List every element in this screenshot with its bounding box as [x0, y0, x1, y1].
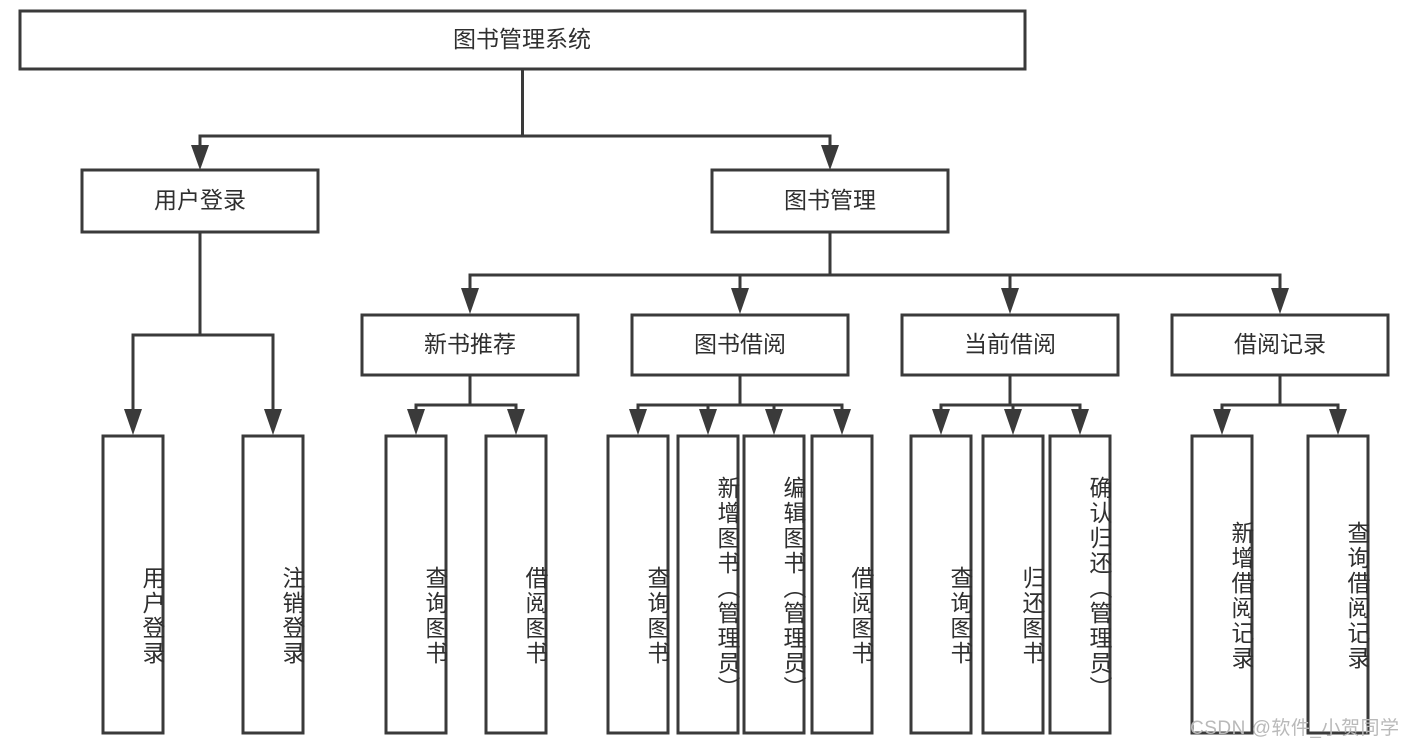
- arrow-head-borrow-record: [1271, 288, 1289, 314]
- node-box-current-borrow[interactable]: [900, 313, 1120, 377]
- node-box-new-book-recommend[interactable]: [360, 313, 580, 377]
- node-box-root[interactable]: [18, 9, 1027, 71]
- arrow-head-new-book-recommend: [461, 288, 479, 314]
- arrow-head-leaf-user-login: [124, 409, 142, 435]
- node-box-leaf-query-book-3[interactable]: [909, 434, 973, 735]
- node-label-book-manage: 图书管理: [784, 187, 876, 213]
- node-box-leaf-query-book-1[interactable]: [384, 434, 448, 735]
- arrow-head-user-login: [191, 145, 209, 170]
- node-box-leaf-edit-book[interactable]: [742, 434, 806, 735]
- node-box-leaf-borrow-book-2[interactable]: [810, 434, 874, 735]
- csdn-watermark: CSDN @软件_小贺同学: [1190, 718, 1400, 739]
- connector-group-current-borrow: [932, 373, 1089, 435]
- arrow-head-leaf-add-record: [1213, 409, 1231, 435]
- node-book-manage[interactable]: 图书管理: [710, 168, 950, 234]
- arrow-head-leaf-query-record: [1329, 409, 1347, 435]
- arrow-head-book-borrow: [731, 288, 749, 314]
- arrow-head-leaf-confirm-return: [1071, 409, 1089, 435]
- connector-group-root: [191, 67, 839, 170]
- node-user-login[interactable]: 用户登录: [80, 168, 320, 234]
- node-box-leaf-return-book[interactable]: [981, 434, 1045, 735]
- connector-group-book-manage: [461, 230, 1289, 314]
- node-new-book-recommend[interactable]: 新书推荐: [360, 313, 580, 377]
- node-root[interactable]: 图书管理系统: [18, 9, 1027, 71]
- node-box-leaf-user-login[interactable]: [101, 434, 165, 735]
- node-label-user-login: 用户登录: [154, 187, 246, 213]
- node-label-new-book-recommend: 新书推荐: [424, 331, 516, 357]
- node-label-current-borrow: 当前借阅: [964, 331, 1056, 357]
- node-box-leaf-add-book[interactable]: [676, 434, 740, 735]
- arrow-head-leaf-add-book: [699, 409, 717, 435]
- connector-group-borrow-record: [1213, 373, 1347, 435]
- node-current-borrow[interactable]: 当前借阅: [900, 313, 1120, 377]
- node-box-leaf-query-record[interactable]: [1306, 434, 1370, 735]
- node-box-leaf-add-record[interactable]: [1190, 434, 1254, 735]
- arrow-head-leaf-borrow-book-1: [507, 409, 525, 435]
- node-label-borrow-record: 借阅记录: [1234, 331, 1326, 357]
- connector-group-user-login: [124, 230, 282, 435]
- arrow-head-leaf-user-logout: [264, 409, 282, 435]
- arrow-head-leaf-query-book-2: [629, 409, 647, 435]
- arrow-head-leaf-query-book-1: [407, 409, 425, 435]
- node-label-root: 图书管理系统: [453, 26, 591, 52]
- node-box-book-manage[interactable]: [710, 168, 950, 234]
- arrow-head-book-manage: [821, 145, 839, 170]
- node-borrow-record[interactable]: 借阅记录: [1170, 313, 1390, 377]
- node-book-borrow[interactable]: 图书借阅: [630, 313, 850, 377]
- node-box-leaf-borrow-book-1[interactable]: [484, 434, 548, 735]
- arrow-head-leaf-borrow-book-2: [833, 409, 851, 435]
- node-box-leaf-confirm-return[interactable]: [1048, 434, 1112, 735]
- node-box-leaf-query-book-2[interactable]: [606, 434, 670, 735]
- arrow-head-leaf-edit-book: [765, 409, 783, 435]
- connector-group-new-book-recommend: [407, 373, 525, 435]
- node-label-book-borrow: 图书借阅: [694, 331, 786, 357]
- arrow-head-leaf-query-book-3: [932, 409, 950, 435]
- arrow-head-leaf-return-book: [1004, 409, 1022, 435]
- connector-group-book-borrow: [629, 373, 851, 435]
- arrow-head-current-borrow: [1001, 288, 1019, 314]
- node-box-borrow-record[interactable]: [1170, 313, 1390, 377]
- node-box-user-login[interactable]: [80, 168, 320, 234]
- node-box-leaf-user-logout[interactable]: [241, 434, 305, 735]
- node-box-book-borrow[interactable]: [630, 313, 850, 377]
